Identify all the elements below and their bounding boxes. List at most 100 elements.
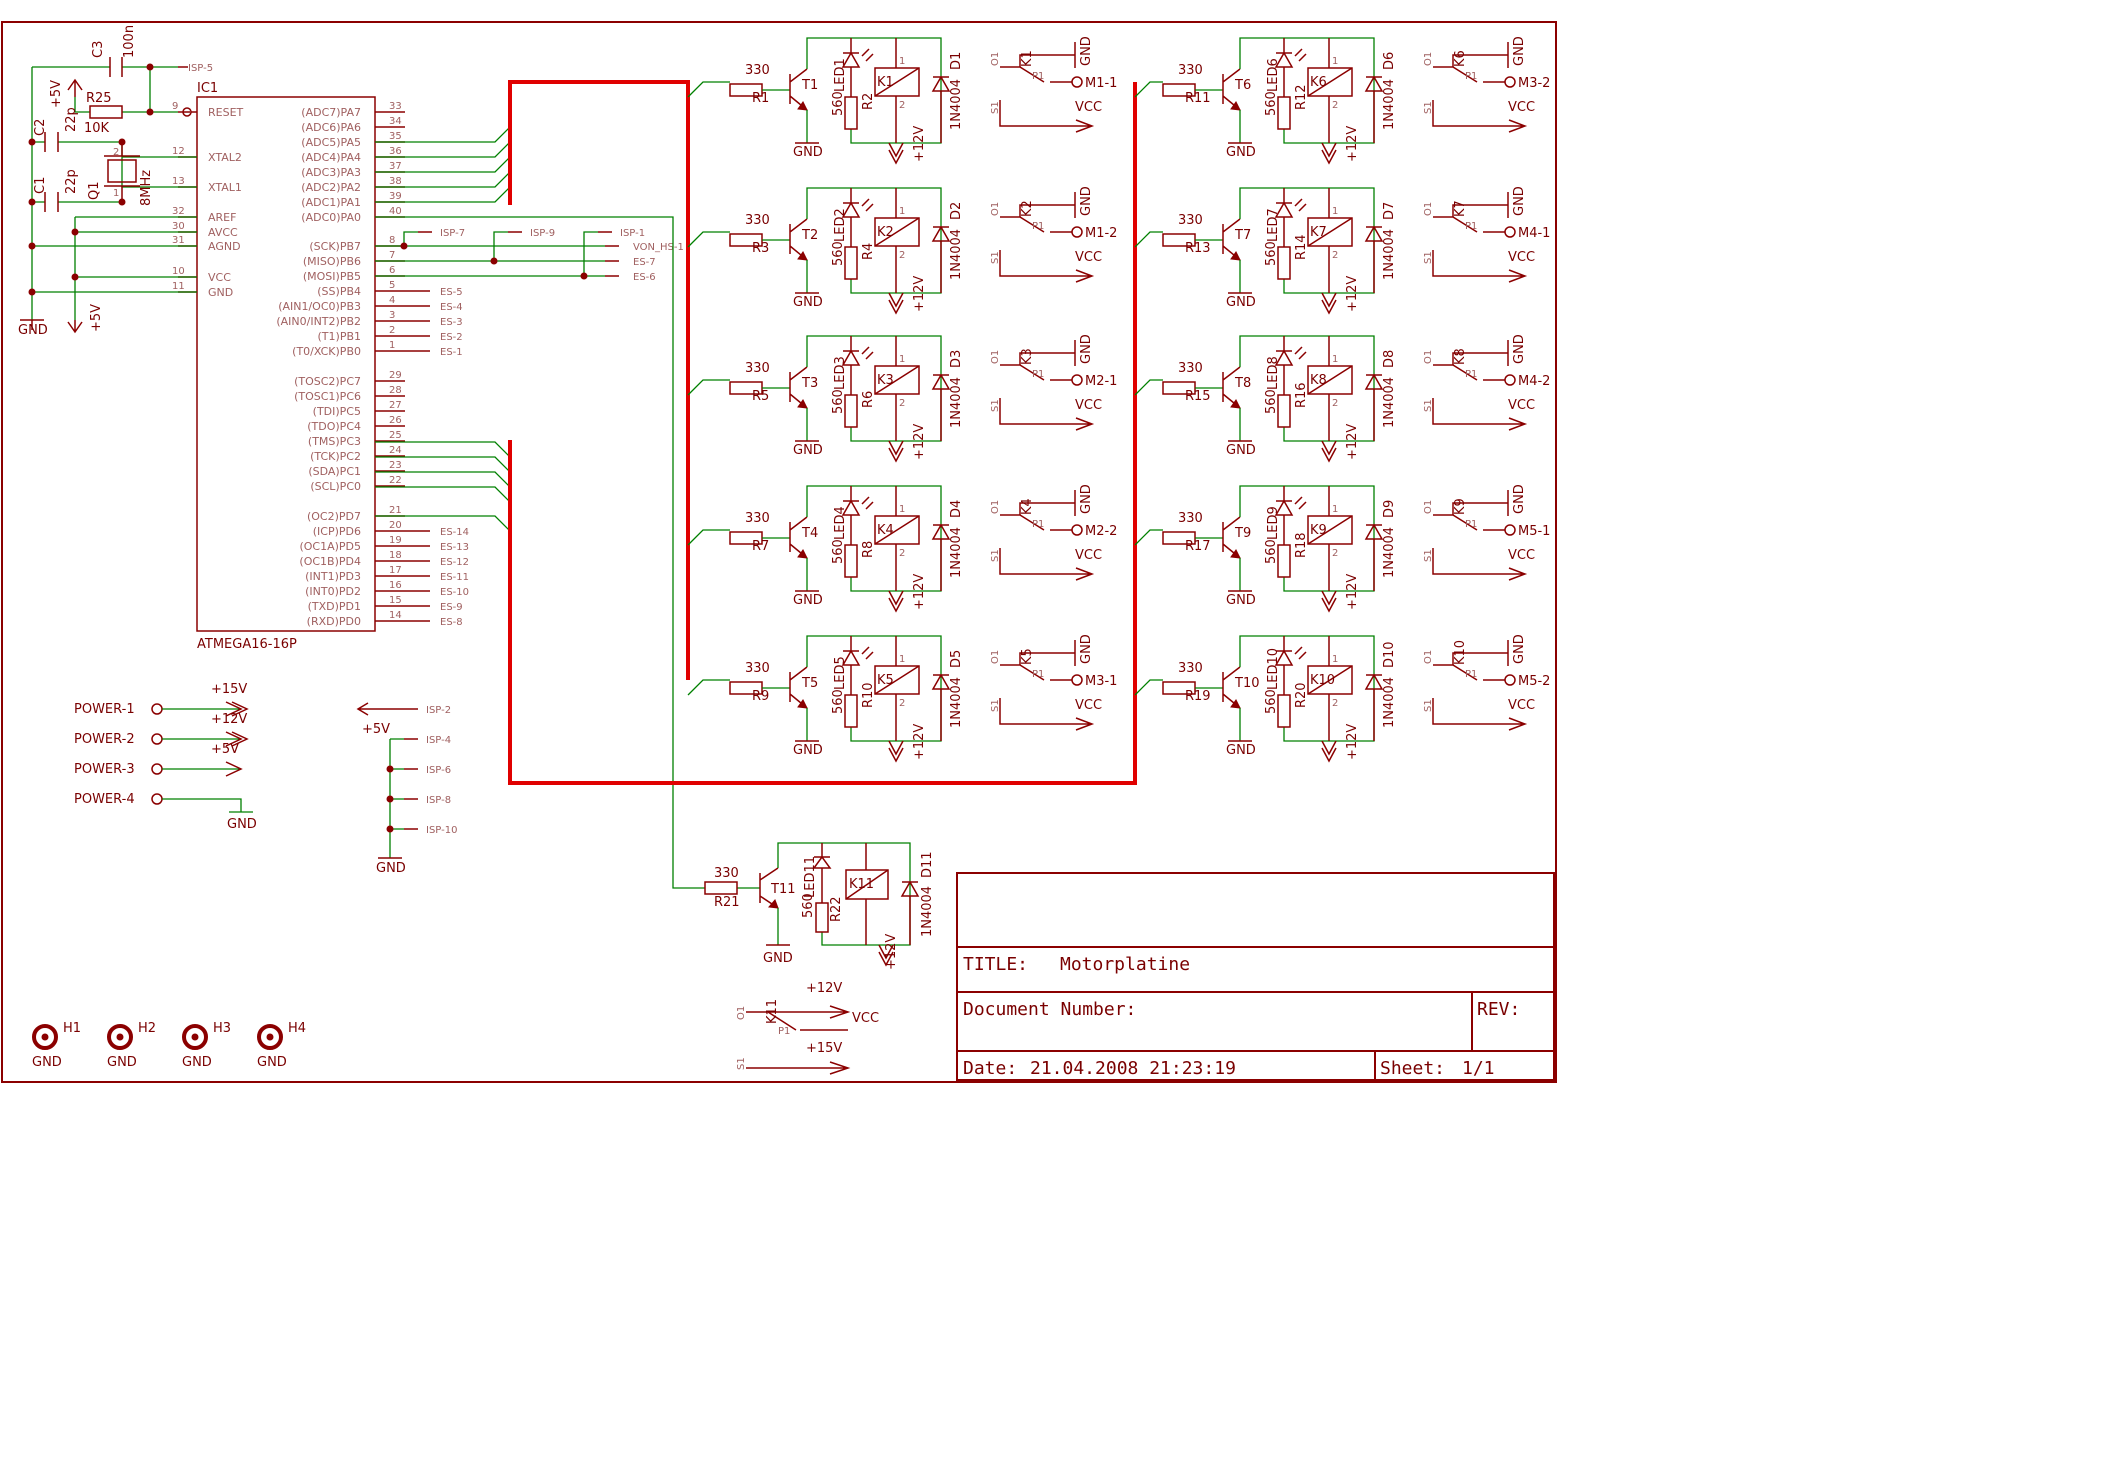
relay-pin1: 1 — [1332, 504, 1338, 515]
pb-label: ES-2 — [440, 332, 463, 343]
relay-contacts — [1000, 340, 1076, 381]
base-resistor-ref: R11 — [1185, 91, 1211, 106]
led-symbol — [841, 486, 861, 545]
supply-label: +12V — [1345, 276, 1360, 312]
output-label: M2-1 — [1085, 374, 1117, 389]
vcc-arrow — [1432, 250, 1528, 283]
r25-ref: R25 — [86, 91, 112, 106]
transistor-gnd: GND — [793, 145, 823, 160]
output-terminal — [1504, 374, 1516, 386]
diode-ref: D3 — [949, 350, 964, 368]
es7-label: ES-7 — [633, 257, 656, 268]
contact-s1: S1 — [990, 101, 1001, 114]
diode-ref: D5 — [949, 650, 964, 668]
rail-plus12: +12V — [211, 712, 247, 727]
transistor-gnd: GND — [793, 295, 823, 310]
led-resistor-value: 560 — [831, 241, 846, 266]
mcu-right-pin-name: (SCK)PB7 — [309, 240, 361, 253]
transistor-arrow — [797, 399, 808, 409]
contact-ref: K5 — [1020, 648, 1035, 665]
contact-p1: P1 — [1032, 71, 1044, 82]
led-resistor-value: 560 — [1264, 539, 1279, 564]
contact-o1: O1 — [990, 650, 1001, 664]
contact-gnd: GND — [1512, 36, 1527, 66]
relay-contacts — [1433, 42, 1509, 83]
led-resistor-value: 560 — [831, 539, 846, 564]
c3-ref: C3 — [91, 41, 106, 58]
output-terminal — [1071, 524, 1083, 536]
led-resistor — [844, 394, 858, 428]
hole-gnd: GND — [107, 1055, 137, 1070]
led-symbol — [841, 188, 861, 247]
mcu-right-pin-name: (INT0)PD2 — [305, 585, 361, 598]
output-label: M5-1 — [1518, 524, 1550, 539]
vcc-label: VCC — [1508, 698, 1535, 713]
mcu-right-pin-num: 1 — [389, 340, 395, 351]
power-label: POWER-1 — [74, 702, 135, 717]
vonhs1-label: VON_HS-1 — [633, 242, 684, 253]
supply-arrow — [1321, 740, 1337, 763]
mcu-left-pins: RESET9XTAL212XTAL113AREF32AVCC30AGND31VC… — [172, 101, 244, 299]
diode-ref: D1 — [949, 52, 964, 70]
supply-arrow — [888, 292, 904, 315]
contact-o1: O1 — [990, 350, 1001, 364]
transistor-gnd: GND — [793, 743, 823, 758]
relay-pin2: 2 — [899, 548, 905, 559]
contact-p1: P1 — [1032, 669, 1044, 680]
contact-p1: P1 — [1032, 221, 1044, 232]
mcu-right-pin-num: 24 — [389, 445, 402, 456]
vcc-arrow — [1432, 548, 1528, 581]
transistor-gnd: GND — [1226, 145, 1256, 160]
relay-coil — [874, 515, 920, 545]
r21-value: 330 — [714, 866, 739, 881]
mcu-right-pin-num: 23 — [389, 460, 402, 471]
contact-o1: O1 — [1423, 650, 1434, 664]
vcc-label: VCC — [1075, 250, 1102, 265]
relay-coil-lines — [874, 38, 920, 143]
contact-o1: O1 — [1423, 52, 1434, 66]
docnum-label: Document Number: — [963, 999, 1136, 1020]
isp5-label: ISP-5 — [188, 63, 213, 74]
relay-contacts — [1000, 192, 1076, 233]
relay-pin1: 1 — [899, 206, 905, 217]
mcu-right-pin-num: 6 — [389, 265, 395, 276]
output-label: M1-2 — [1085, 226, 1117, 241]
mcu-right-pin-num: 18 — [389, 550, 402, 561]
vcc-label: VCC — [1508, 548, 1535, 563]
contact-p1: P1 — [1465, 369, 1477, 380]
transistor-ref: T6 — [1234, 78, 1251, 93]
channel-wiring — [806, 635, 942, 742]
mcu-right-pin-num: 2 — [389, 325, 395, 336]
base-resistor-value: 330 — [1178, 511, 1203, 526]
diode-part: 1N4004 — [949, 229, 964, 280]
transistor-arrow — [797, 699, 808, 709]
output-terminal — [1504, 76, 1516, 88]
base-resistor-value: 330 — [745, 511, 770, 526]
led11-ref: LED11 — [803, 856, 818, 898]
transistor-ref: T8 — [1234, 376, 1251, 391]
relay-coil — [874, 365, 920, 395]
led-symbol — [1274, 636, 1294, 695]
diode-part: 1N4004 — [1382, 677, 1397, 728]
sheet-value: 1/1 — [1462, 1058, 1495, 1079]
mcu-right-pin-name: (INT1)PD3 — [305, 570, 361, 583]
base-resistor-ref: R1 — [752, 91, 769, 106]
mcu-left-pin-num: 11 — [172, 281, 185, 292]
led-resistor — [844, 96, 858, 130]
led-ref: LED7 — [1266, 208, 1281, 242]
power-arrow-double — [231, 701, 249, 717]
contact-p1: P1 — [1465, 221, 1477, 232]
power-connectors: POWER-1POWER-2POWER-3POWER-4+15V+12V+5VG… — [74, 682, 257, 832]
relay-pin1: 1 — [899, 56, 905, 67]
led-ref: LED8 — [1266, 356, 1281, 390]
supply-label: +12V — [912, 126, 927, 162]
diode-part: 1N4004 — [949, 677, 964, 728]
mcu-right-pin-num: 28 — [389, 385, 402, 396]
mcu-right-pin-num: 27 — [389, 400, 402, 411]
vcc-label: VCC — [1508, 398, 1535, 413]
relay-contacts — [1433, 640, 1509, 681]
power-label: POWER-4 — [74, 792, 135, 807]
isp7-label: ISP-7 — [440, 228, 465, 239]
date-label: Date: — [963, 1058, 1017, 1079]
